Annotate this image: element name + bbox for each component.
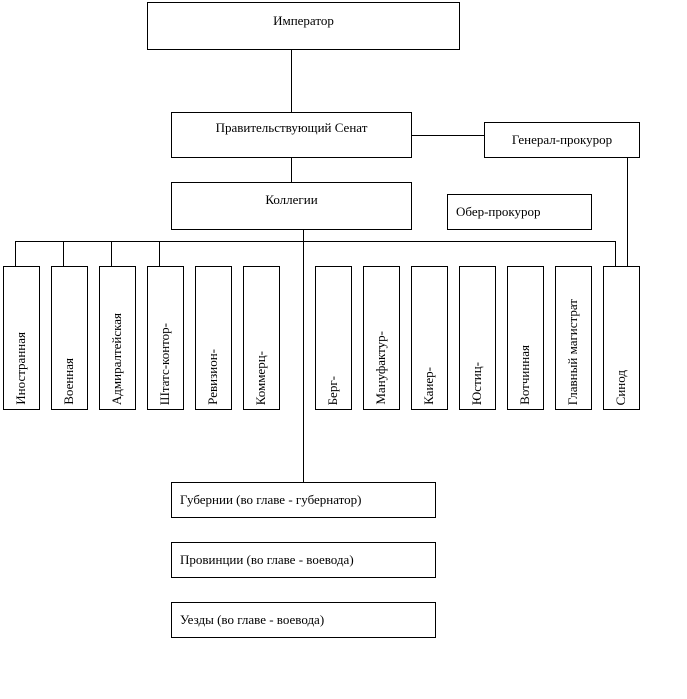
college-label: Коммерц- <box>253 350 268 405</box>
uezds-label: Уезды (во главе - воевода) <box>180 612 325 627</box>
senate-label: Правительствующий Сенат <box>215 120 368 135</box>
chief-prosecutor-box: Обер-прокурор <box>447 194 592 230</box>
college-chief-magistrate-box: Главный магистрат <box>555 266 592 410</box>
prosecutor-general-box: Генерал-прокурор <box>484 122 640 158</box>
provinces-box: Провинции (во главе - воевода) <box>171 542 436 578</box>
governorates-box: Губернии (во главе - губернатор) <box>171 482 436 518</box>
college-kamer-box: Каиер- <box>411 266 448 410</box>
college-label: Иностранная <box>13 332 28 405</box>
prosecutor-general-label: Генерал-прокурор <box>511 132 613 147</box>
senate-box: Правительствующий Сенат <box>171 112 412 158</box>
college-yustits-box: Юстиц- <box>459 266 496 410</box>
college-synod-box: Синод <box>603 266 640 410</box>
college-label: Адмиралтейская <box>109 312 124 405</box>
uezds-box: Уезды (во главе - воевода) <box>171 602 436 638</box>
college-label: Ревизион- <box>205 349 220 405</box>
college-manufaktur-box: Мануфактур- <box>363 266 400 410</box>
emperor-label: Император <box>273 13 334 28</box>
college-label: Главный магистрат <box>565 298 580 405</box>
college-label: Штатс-контор- <box>157 322 172 405</box>
collegiums-label: Коллегии <box>265 192 318 207</box>
college-foreign-box: Иностранная <box>3 266 40 410</box>
college-berg-box: Берг- <box>315 266 352 410</box>
governorates-label: Губернии (во главе - губернатор) <box>180 492 362 507</box>
emperor-box: Император <box>147 2 460 50</box>
college-label: Юстиц- <box>469 361 484 405</box>
college-label: Каиер- <box>421 367 436 405</box>
college-revizion-box: Ревизион- <box>195 266 232 410</box>
provinces-label: Провинции (во главе - воевода) <box>180 552 354 567</box>
college-admiralty-box: Адмиралтейская <box>99 266 136 410</box>
college-military-box: Военная <box>51 266 88 410</box>
college-label: Берг- <box>325 375 340 405</box>
college-votchinnaya-box: Вотчинная <box>507 266 544 410</box>
college-shtats-kontor-box: Штатс-контор- <box>147 266 184 410</box>
college-kommerts-box: Коммерц- <box>243 266 280 410</box>
college-label: Синод <box>613 369 628 405</box>
college-label: Вотчинная <box>517 345 532 405</box>
collegiums-box: Коллегии <box>171 182 412 230</box>
chief-prosecutor-label: Обер-прокурор <box>456 204 541 219</box>
college-label: Военная <box>61 358 76 405</box>
college-label: Мануфактур- <box>373 331 388 405</box>
